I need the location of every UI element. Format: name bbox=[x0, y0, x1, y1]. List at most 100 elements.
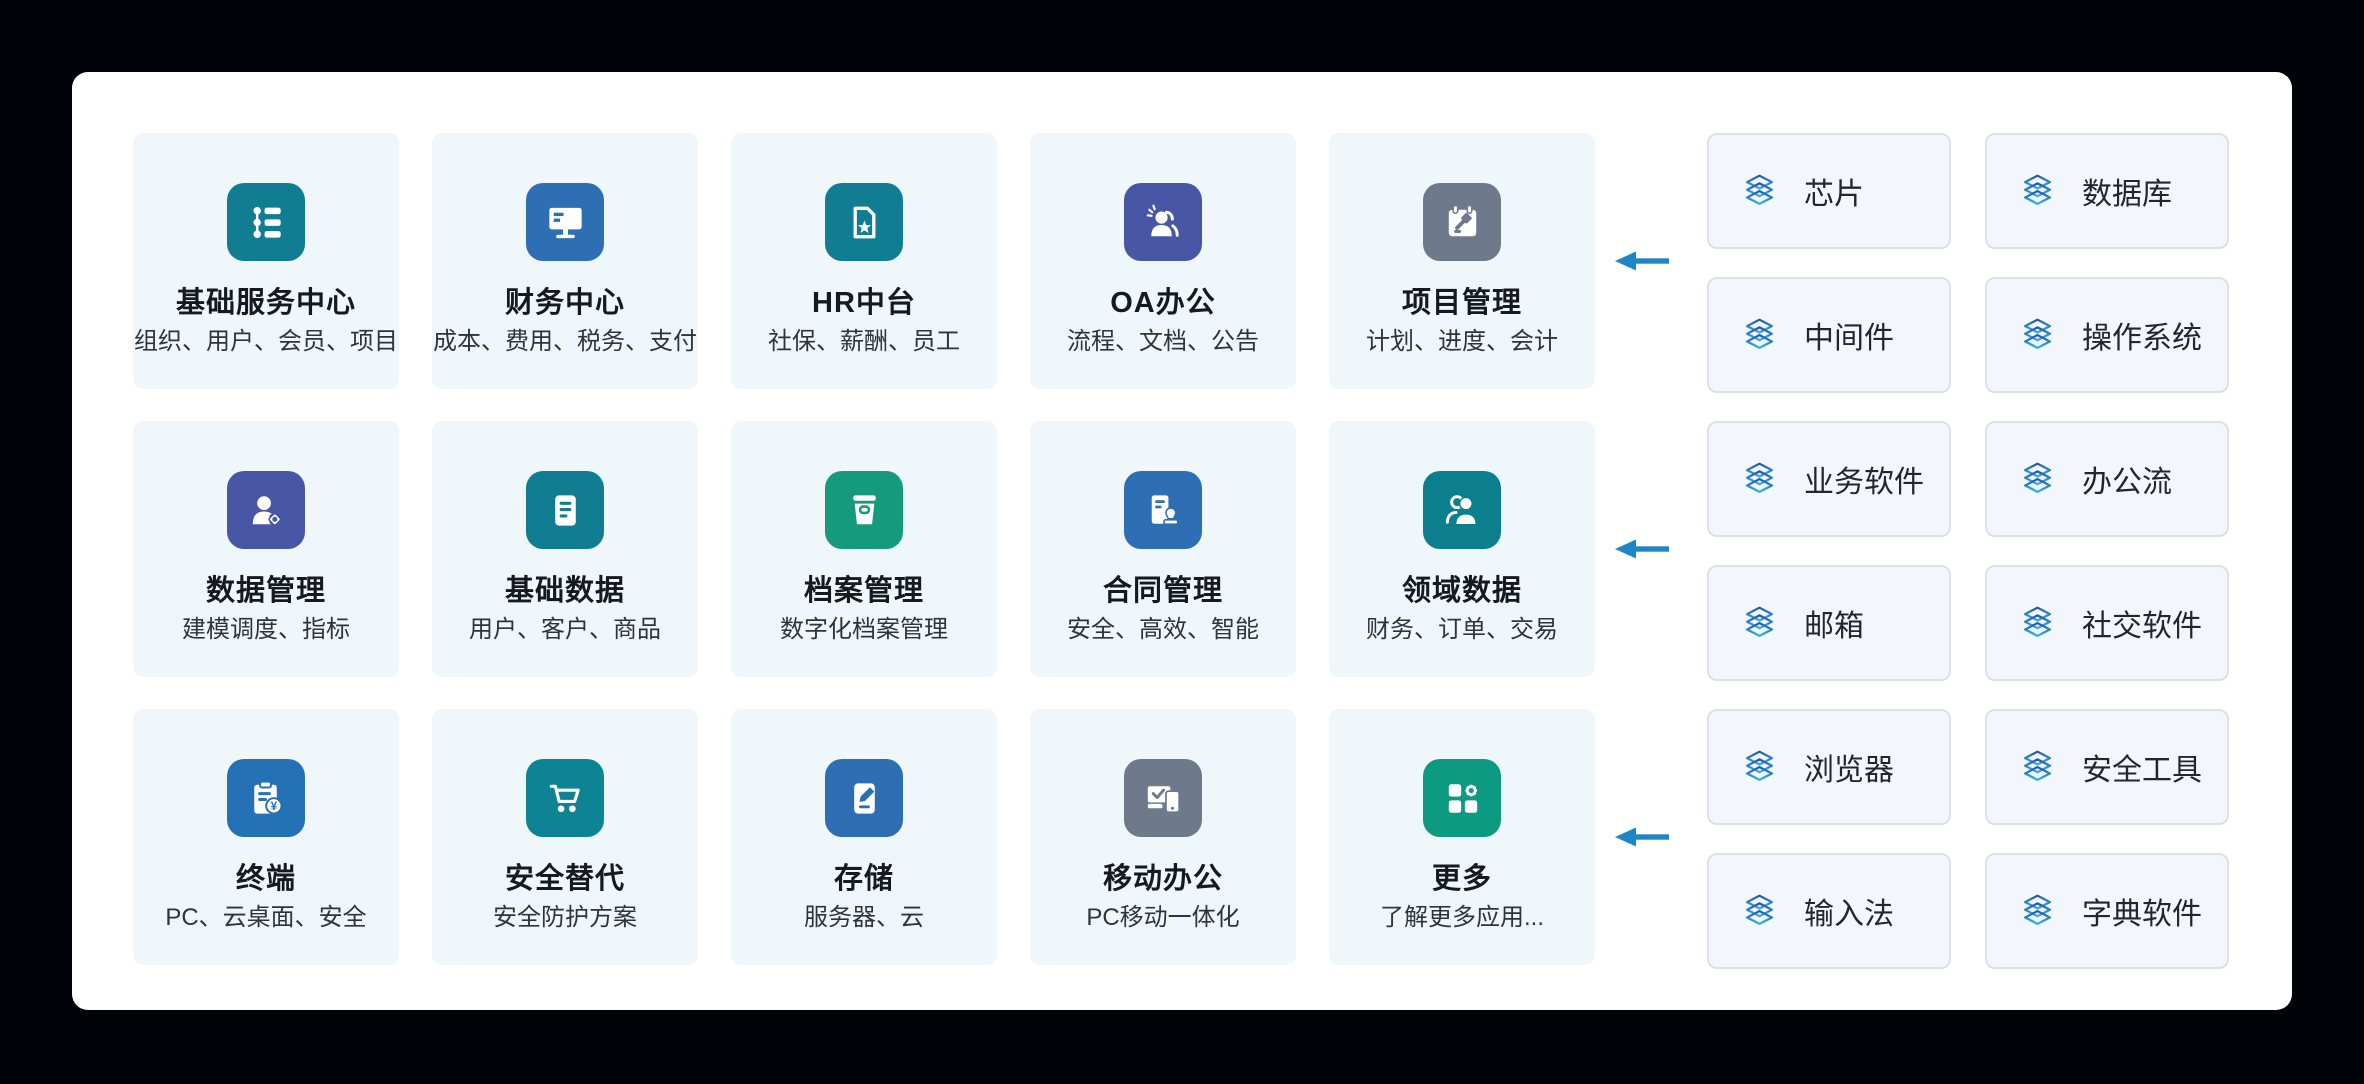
app-card-hr-middle-platform[interactable]: HR中台 社保、薪酬、员工 bbox=[731, 133, 997, 389]
monitor-icon bbox=[526, 183, 604, 261]
layers-icon bbox=[1739, 171, 1780, 212]
layers-icon bbox=[1739, 459, 1780, 500]
app-card-archive-management[interactable]: 档案管理 数字化档案管理 bbox=[731, 421, 997, 677]
devices-check-icon bbox=[1124, 759, 1202, 837]
layers-icon bbox=[2017, 891, 2058, 932]
ecosystem-item-label: 办公流 bbox=[2082, 466, 2172, 499]
svg-text:¥: ¥ bbox=[270, 800, 277, 813]
app-card-subtitle: 成本、费用、税务、支付 bbox=[433, 328, 697, 355]
app-card-subtitle: 安全、高效、智能 bbox=[1067, 616, 1259, 643]
layers-icon bbox=[2017, 603, 2058, 644]
app-card-subtitle: 了解更多应用... bbox=[1379, 904, 1544, 931]
app-card-title: 移动办公 bbox=[1102, 863, 1223, 895]
ecosystem-item-security-tools[interactable]: 安全工具 bbox=[1985, 709, 2229, 825]
ecosystem-item-label: 数据库 bbox=[2082, 178, 2172, 211]
app-card-oa-office[interactable]: OA办公 流程、文档、公告 bbox=[1030, 133, 1296, 389]
ecosystem-item-label: 社交软件 bbox=[2082, 610, 2202, 643]
ecosystem-item-business-software[interactable]: 业务软件 bbox=[1707, 421, 1951, 537]
user-gear-icon bbox=[227, 471, 305, 549]
flow-arrow-top bbox=[1615, 249, 1669, 273]
app-card-title: 终端 bbox=[235, 863, 296, 895]
document-lines-icon bbox=[526, 471, 604, 549]
app-card-title: 档案管理 bbox=[803, 575, 924, 607]
app-card-title: 更多 bbox=[1431, 863, 1492, 895]
app-card-title: 项目管理 bbox=[1401, 287, 1522, 319]
ecosystem-item-email[interactable]: 邮箱 bbox=[1707, 565, 1951, 681]
grid-gear-icon bbox=[1423, 759, 1501, 837]
ecosystem-item-input-method[interactable]: 输入法 bbox=[1707, 853, 1951, 969]
app-card-basic-service-center[interactable]: 基础服务中心 组织、用户、会员、项目 bbox=[133, 133, 399, 389]
app-card-subtitle: 建模调度、指标 bbox=[182, 616, 350, 643]
layers-icon bbox=[1739, 747, 1780, 788]
app-card-subtitle: PC移动一体化 bbox=[1086, 904, 1240, 931]
app-card-title: 领域数据 bbox=[1401, 575, 1522, 607]
app-card-secure-replacement[interactable]: 安全替代 安全防护方案 bbox=[432, 709, 698, 965]
archive-bucket-icon bbox=[825, 471, 903, 549]
app-card-title: 合同管理 bbox=[1102, 575, 1223, 607]
ecosystem-item-label: 浏览器 bbox=[1804, 754, 1894, 787]
apps-grid: 基础服务中心 组织、用户、会员、项目 财务中心 成本、费用、税务、支付 HR中台… bbox=[133, 133, 1595, 965]
app-card-title: 财务中心 bbox=[504, 287, 625, 319]
app-card-contract-management[interactable]: 合同管理 安全、高效、智能 bbox=[1030, 421, 1296, 677]
layers-icon bbox=[2017, 171, 2058, 212]
app-card-subtitle: PC、云桌面、安全 bbox=[165, 904, 367, 931]
cart-icon bbox=[526, 759, 604, 837]
app-card-basic-data[interactable]: 基础数据 用户、客户、商品 bbox=[432, 421, 698, 677]
main-panel: 基础服务中心 组织、用户、会员、项目 财务中心 成本、费用、税务、支付 HR中台… bbox=[72, 72, 2292, 1010]
app-card-title: HR中台 bbox=[812, 287, 916, 319]
ecosystem-item-label: 邮箱 bbox=[1804, 610, 1864, 643]
layers-icon bbox=[2017, 747, 2058, 788]
app-card-mobile-office[interactable]: 移动办公 PC移动一体化 bbox=[1030, 709, 1296, 965]
layers-icon bbox=[2017, 315, 2058, 356]
ecosystem-item-social-software[interactable]: 社交软件 bbox=[1985, 565, 2229, 681]
ecosystem-item-label: 业务软件 bbox=[1804, 466, 1924, 499]
app-card-subtitle: 流程、文档、公告 bbox=[1067, 328, 1259, 355]
ecosystem-item-database[interactable]: 数据库 bbox=[1985, 133, 2229, 249]
ecosystem-item-operating-system[interactable]: 操作系统 bbox=[1985, 277, 2229, 393]
ecosystem-item-dictionary-software[interactable]: 字典软件 bbox=[1985, 853, 2229, 969]
ecosystem-item-label: 中间件 bbox=[1804, 322, 1894, 355]
layers-icon bbox=[1739, 603, 1780, 644]
app-card-finance-center[interactable]: 财务中心 成本、费用、税务、支付 bbox=[432, 133, 698, 389]
app-card-subtitle: 服务器、云 bbox=[804, 904, 924, 931]
app-card-title: 存储 bbox=[833, 863, 894, 895]
layers-icon bbox=[1739, 891, 1780, 932]
document-stamp-icon bbox=[1124, 471, 1202, 549]
app-card-terminal[interactable]: ¥ 终端 PC、云桌面、安全 bbox=[133, 709, 399, 965]
app-card-more[interactable]: 更多 了解更多应用... bbox=[1329, 709, 1595, 965]
ecosystem-item-office-flow[interactable]: 办公流 bbox=[1985, 421, 2229, 537]
ecosystem-item-chip[interactable]: 芯片 bbox=[1707, 133, 1951, 249]
app-card-subtitle: 组织、用户、会员、项目 bbox=[134, 328, 398, 355]
app-card-data-management[interactable]: 数据管理 建模调度、指标 bbox=[133, 421, 399, 677]
app-card-subtitle: 社保、薪酬、员工 bbox=[768, 328, 960, 355]
app-card-title: 基础服务中心 bbox=[175, 287, 356, 319]
note-pen-icon bbox=[825, 759, 903, 837]
clipboard-yen-icon: ¥ bbox=[227, 759, 305, 837]
document-star-icon bbox=[825, 183, 903, 261]
app-card-title: 数据管理 bbox=[205, 575, 326, 607]
app-card-storage[interactable]: 存储 服务器、云 bbox=[731, 709, 997, 965]
app-card-domain-data[interactable]: 领域数据 财务、订单、交易 bbox=[1329, 421, 1595, 677]
layers-icon bbox=[2017, 459, 2058, 500]
app-card-project-management[interactable]: 项目管理 计划、进度、会计 bbox=[1329, 133, 1595, 389]
flow-arrow-middle bbox=[1615, 537, 1669, 561]
ecosystem-item-label: 操作系统 bbox=[2082, 322, 2202, 355]
ecosystem-item-label: 芯片 bbox=[1804, 178, 1864, 211]
ecosystem-grid: 芯片 数据库 中间件 bbox=[1707, 133, 2229, 969]
ecosystem-item-label: 输入法 bbox=[1804, 898, 1894, 931]
app-card-subtitle: 数字化档案管理 bbox=[780, 616, 948, 643]
app-card-title: OA办公 bbox=[1110, 287, 1216, 319]
people-announce-icon bbox=[1124, 183, 1202, 261]
people-icon bbox=[1423, 471, 1501, 549]
ecosystem-item-browser[interactable]: 浏览器 bbox=[1707, 709, 1951, 825]
calendar-gavel-icon bbox=[1423, 183, 1501, 261]
layers-icon bbox=[1739, 315, 1780, 356]
ecosystem-item-label: 安全工具 bbox=[2082, 754, 2202, 787]
ecosystem-item-label: 字典软件 bbox=[2082, 898, 2202, 931]
app-card-subtitle: 用户、客户、商品 bbox=[469, 616, 661, 643]
app-card-subtitle: 计划、进度、会计 bbox=[1366, 328, 1558, 355]
app-card-title: 基础数据 bbox=[504, 575, 625, 607]
ecosystem-item-middleware[interactable]: 中间件 bbox=[1707, 277, 1951, 393]
app-card-subtitle: 安全防护方案 bbox=[493, 904, 637, 931]
